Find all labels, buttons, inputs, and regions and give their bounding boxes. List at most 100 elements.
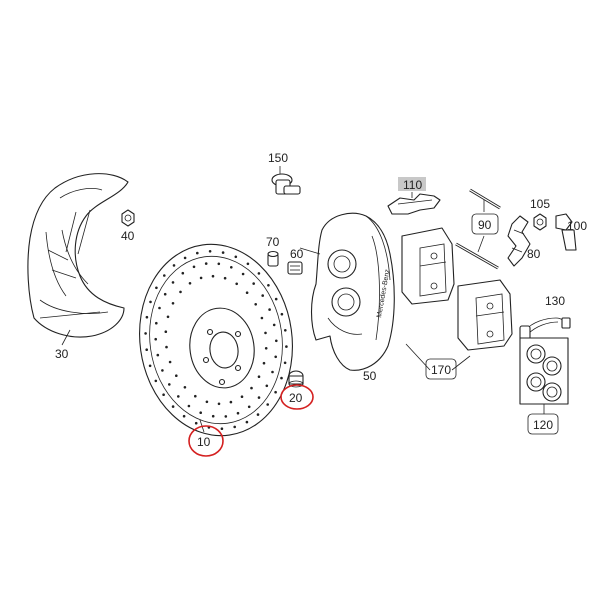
disc-drill-hole: [204, 262, 208, 265]
disc-drill-hole: [274, 390, 277, 394]
disc-drill-hole: [280, 376, 283, 380]
disc-drill-hole: [145, 348, 148, 352]
disc-drill-hole: [182, 414, 186, 418]
part-labels: 10 20 30 40 50 60 70 80 90 100 105 110 1…: [55, 151, 587, 457]
seal-kit-120-part: [519, 337, 569, 405]
disc-drill-hole: [233, 425, 236, 429]
disc-drill-hole: [271, 370, 274, 374]
disc-drill-hole: [171, 405, 175, 408]
leader-caliper-pins: [299, 247, 321, 255]
disc-drill-hole: [280, 312, 284, 316]
disc-drill-hole: [166, 315, 170, 319]
brake-disc-part: [139, 243, 293, 437]
disc-drill-hole: [235, 282, 238, 286]
label-170: 170: [431, 363, 451, 377]
label-120-box: [527, 413, 559, 435]
disc-drill-hole: [177, 395, 180, 398]
disc-drill-hole: [272, 323, 276, 327]
disc-drill-hole: [245, 420, 249, 424]
disc-drill-hole: [161, 369, 164, 372]
bleed-screw-150-part: [271, 173, 301, 195]
label-30: 30: [55, 347, 69, 361]
label-70: 70: [266, 235, 280, 249]
highlight-circle-10: [188, 425, 224, 457]
disc-drill-hole: [199, 411, 202, 415]
disc-drill-hole: [230, 266, 233, 269]
disc-drill-hole: [261, 294, 265, 297]
disc-drill-hole: [194, 421, 198, 425]
wear-sensor-130-part: [519, 317, 571, 341]
label-80: 80: [527, 247, 541, 261]
disc-drill-hole: [171, 302, 175, 305]
disc-drill-hole: [274, 297, 278, 301]
disc-drill-hole: [208, 250, 212, 253]
bolt-100-part: [555, 213, 577, 251]
label-105: 105: [530, 197, 550, 211]
pin-70-part: [267, 250, 279, 267]
disc-drill-hole: [217, 262, 221, 266]
nut-40-part: [121, 209, 135, 227]
disc-drill-hole: [164, 330, 168, 334]
disc-drill-hole: [250, 386, 253, 390]
disc-drill-hole: [187, 404, 191, 408]
label-110: 110: [403, 178, 422, 192]
disc-drill-hole: [257, 396, 261, 399]
disc-drill-hole: [267, 284, 270, 287]
disc-drill-hole: [172, 264, 176, 267]
disc-drill-hole: [181, 271, 185, 275]
disc-drill-hole: [245, 291, 249, 295]
label-120: 120: [533, 418, 553, 432]
label-100: 100: [567, 219, 587, 233]
pin-rod-90-part: [455, 188, 501, 270]
disc-drill-hole: [252, 282, 255, 285]
disc-drill-holes: [144, 250, 288, 431]
disc-drill-hole: [229, 400, 233, 404]
disc-drill-hole: [268, 308, 271, 311]
disc-drill-hole: [165, 345, 168, 349]
highlight-circle-20: [280, 384, 314, 410]
disc-drill-hole: [188, 282, 192, 285]
disc-drill-hole: [257, 272, 261, 275]
disc-drill-hole: [156, 353, 160, 357]
disc-drill-hole: [192, 265, 196, 269]
nut-105-part: [533, 213, 547, 231]
disc-drill-hole: [145, 315, 149, 319]
bracket-90: [477, 200, 485, 253]
disc-drill-hole: [163, 274, 166, 277]
label-60: 60: [290, 247, 304, 261]
disc-drill-hole: [256, 413, 260, 416]
pin-60-part: [287, 261, 303, 275]
disc-drill-hole: [155, 321, 158, 325]
disc-drill-hole: [163, 292, 167, 296]
disc-drill-hole: [236, 411, 240, 415]
disc-drill-hole: [183, 386, 187, 389]
disc-drill-hole: [168, 383, 171, 386]
caliper-part: Mercedes-Benz: [310, 212, 395, 371]
label-90: 90: [478, 218, 492, 232]
disc-drill-hole: [144, 332, 147, 335]
disc-drill-hole: [274, 355, 278, 359]
disc-drill-hole: [154, 337, 157, 341]
leader-30: [61, 329, 71, 346]
clip-80-part: [507, 215, 531, 267]
label-10: 10: [197, 435, 211, 449]
label-150: 150: [268, 151, 288, 165]
disc-drill-hole: [171, 281, 175, 284]
disc-drill-hole: [264, 331, 267, 335]
label-170-box: [425, 358, 457, 380]
disc-drill-hole: [283, 361, 287, 365]
disc-drill-hole: [241, 272, 245, 276]
disc-drill-hole: [266, 403, 270, 406]
disc-drill-hole: [246, 262, 250, 266]
disc-drill-hole: [257, 375, 261, 379]
label-110-background: [398, 177, 426, 191]
disc-drill-hole: [254, 303, 257, 306]
bolt-20-part: [288, 370, 304, 388]
disc-drill-hole: [194, 394, 197, 398]
pad-spring-110-part: [387, 193, 441, 215]
disc-drill-hole: [175, 374, 178, 378]
disc-drill-hole: [240, 395, 244, 399]
disc-drill-hole: [264, 347, 268, 350]
label-20: 20: [289, 391, 303, 405]
